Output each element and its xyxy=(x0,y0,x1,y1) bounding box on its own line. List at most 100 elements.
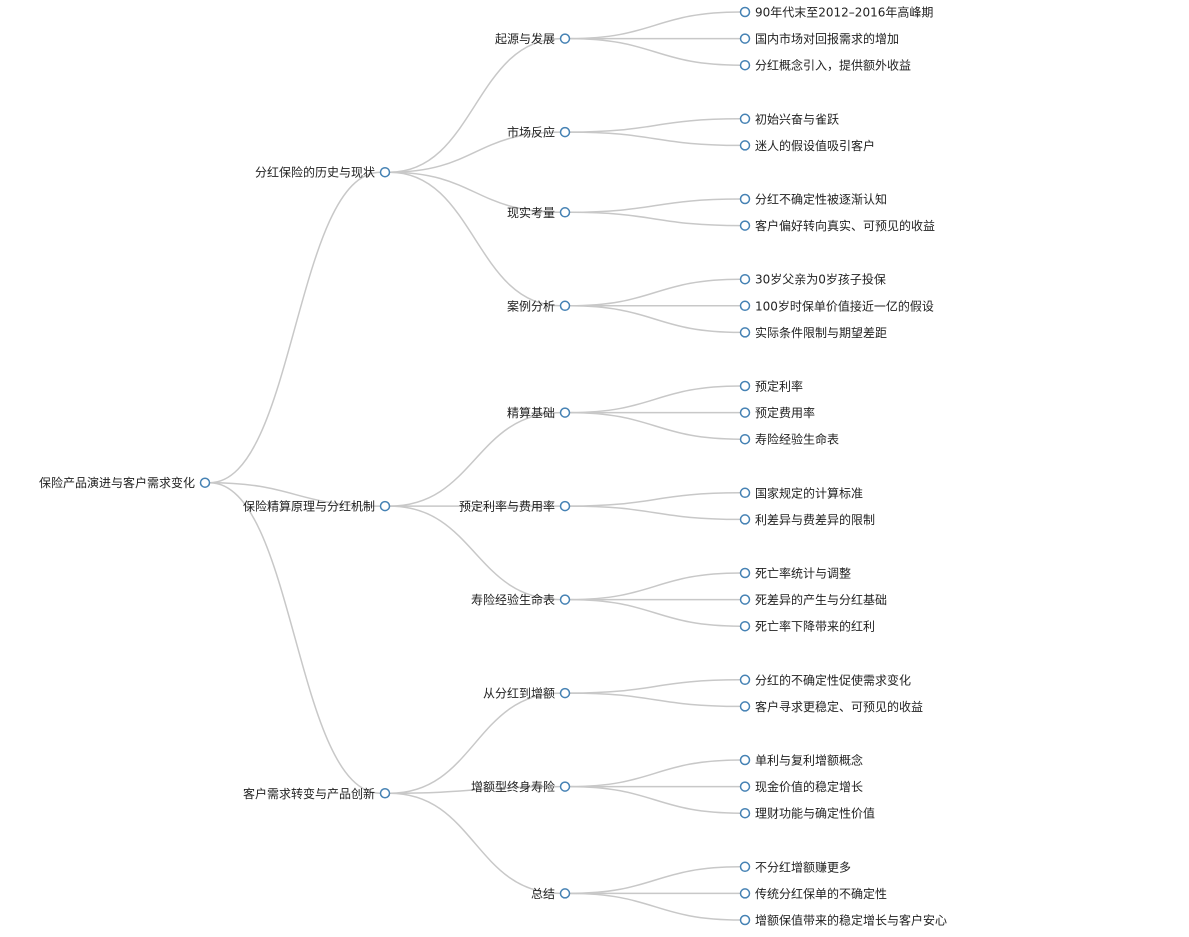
mind-map-link xyxy=(569,505,741,521)
node-toggle-circle[interactable] xyxy=(559,33,571,44)
node-toggle-circle[interactable] xyxy=(559,207,571,218)
node-toggle-circle[interactable] xyxy=(739,914,751,926)
leaf-node[interactable]: 死亡率统计与调整 xyxy=(739,566,852,581)
node-toggle-circle[interactable] xyxy=(739,674,751,686)
node-toggle-circle[interactable] xyxy=(559,687,571,699)
node-toggle-circle[interactable] xyxy=(739,273,751,285)
node-label: 寿险经验生命表 xyxy=(471,592,555,607)
leaf-node[interactable]: 迷人的假设值吸引客户 xyxy=(739,138,876,153)
branch-node[interactable]: 精算基础 xyxy=(507,405,571,420)
node-toggle-circle[interactable] xyxy=(739,6,751,18)
node-toggle-circle[interactable] xyxy=(739,514,751,525)
branch-node[interactable]: 增额型终身寿险 xyxy=(471,779,571,794)
branch-node[interactable]: 客户需求转变与产品创新 xyxy=(243,786,391,801)
leaf-node[interactable]: 寿险经验生命表 xyxy=(739,432,840,447)
node-toggle-circle[interactable] xyxy=(559,407,571,418)
node-label: 实际条件限制与期望差距 xyxy=(755,325,887,340)
leaf-node[interactable]: 单利与复利增额概念 xyxy=(739,753,864,768)
node-label: 预定利率与费用率 xyxy=(459,499,555,514)
leaf-node[interactable]: 增额保值带来的稳定增长与客户安心 xyxy=(739,913,948,928)
node-label: 精算基础 xyxy=(507,405,555,420)
mind-map-link xyxy=(389,131,561,173)
branch-node[interactable]: 起源与发展 xyxy=(495,31,571,46)
node-label: 起源与发展 xyxy=(495,31,555,46)
node-toggle-circle[interactable] xyxy=(739,433,751,445)
node-toggle-circle[interactable] xyxy=(739,220,751,231)
node-label: 迷人的假设值吸引客户 xyxy=(755,138,875,153)
node-toggle-circle[interactable] xyxy=(559,888,571,899)
node-toggle-circle[interactable] xyxy=(559,781,571,792)
mind-map-link xyxy=(389,411,561,507)
node-toggle-circle[interactable] xyxy=(739,754,751,766)
leaf-node[interactable]: 实际条件限制与期望差距 xyxy=(739,325,888,340)
node-toggle-circle[interactable] xyxy=(739,193,751,205)
node-toggle-circle[interactable] xyxy=(739,59,751,71)
leaf-node[interactable]: 100岁时保单价值接近一亿的假设 xyxy=(739,298,934,313)
node-toggle-circle[interactable] xyxy=(559,500,571,512)
branch-node[interactable]: 从分红到增额 xyxy=(483,686,571,701)
node-toggle-circle[interactable] xyxy=(559,126,571,138)
node-label: 预定费用率 xyxy=(755,405,815,420)
leaf-node[interactable]: 理财功能与确定性价值 xyxy=(739,806,876,821)
node-toggle-circle[interactable] xyxy=(739,701,751,712)
branch-node[interactable]: 案例分析 xyxy=(507,298,571,313)
branch-node[interactable]: 保险精算原理与分红机制 xyxy=(243,499,391,514)
leaf-node[interactable]: 客户偏好转向真实、可预见的收益 xyxy=(739,218,936,233)
node-toggle-circle[interactable] xyxy=(739,140,751,151)
mind-map-link xyxy=(569,411,741,440)
node-toggle-circle[interactable] xyxy=(559,300,571,312)
node-toggle-circle[interactable] xyxy=(739,594,751,605)
leaf-node[interactable]: 分红不确定性被逐渐认知 xyxy=(739,192,888,207)
node-toggle-circle[interactable] xyxy=(739,113,751,125)
mind-map-link xyxy=(569,598,741,627)
leaf-node[interactable]: 预定利率 xyxy=(739,379,804,394)
node-toggle-circle[interactable] xyxy=(199,477,211,488)
leaf-node[interactable]: 30岁父亲为0岁孩子投保 xyxy=(739,272,886,287)
mind-map-link xyxy=(569,866,741,895)
leaf-node[interactable]: 客户寻求更稳定、可预见的收益 xyxy=(739,699,924,714)
node-toggle-circle[interactable] xyxy=(379,166,391,178)
node-toggle-circle[interactable] xyxy=(379,788,391,799)
node-toggle-circle[interactable] xyxy=(739,861,751,873)
leaf-node[interactable]: 90年代末至2012–2016年高峰期 xyxy=(739,5,934,20)
branch-node[interactable]: 分红保险的历史与现状 xyxy=(255,165,391,180)
mind-map-links xyxy=(209,11,741,921)
leaf-node[interactable]: 利差异与费差异的限制 xyxy=(739,512,876,527)
leaf-node[interactable]: 初始兴奋与雀跃 xyxy=(739,112,840,126)
leaf-node[interactable]: 预定费用率 xyxy=(739,405,816,420)
node-toggle-circle[interactable] xyxy=(739,620,751,632)
leaf-node[interactable]: 国内市场对回报需求的增加 xyxy=(739,31,900,46)
node-toggle-circle[interactable] xyxy=(739,327,751,338)
node-toggle-circle[interactable] xyxy=(739,487,751,499)
node-label: 客户需求转变与产品创新 xyxy=(243,786,375,801)
node-toggle-circle[interactable] xyxy=(739,380,751,392)
branch-node[interactable]: 寿险经验生命表 xyxy=(471,592,571,607)
leaf-node[interactable]: 分红概念引入，提供额外收益 xyxy=(739,58,912,73)
node-toggle-circle[interactable] xyxy=(379,500,391,512)
leaf-node[interactable]: 现金价值的稳定增长 xyxy=(739,779,864,794)
node-toggle-circle[interactable] xyxy=(739,888,751,899)
branch-node[interactable]: 市场反应 xyxy=(507,125,571,140)
node-toggle-circle[interactable] xyxy=(739,407,751,418)
mind-map-link xyxy=(209,481,381,794)
mind-map-link xyxy=(389,171,561,214)
node-label: 国内市场对回报需求的增加 xyxy=(755,31,899,46)
leaf-node[interactable]: 不分红增额赚更多 xyxy=(739,859,852,874)
node-toggle-circle[interactable] xyxy=(739,807,751,819)
leaf-node[interactable]: 死亡率下降带来的红利 xyxy=(739,619,876,634)
node-toggle-circle[interactable] xyxy=(739,781,751,792)
branch-node[interactable]: 预定利率与费用率 xyxy=(459,499,571,514)
node-label: 理财功能与确定性价值 xyxy=(755,806,875,821)
node-toggle-circle[interactable] xyxy=(559,594,571,605)
branch-node[interactable]: 现实考量 xyxy=(507,205,571,220)
node-toggle-circle[interactable] xyxy=(739,300,751,312)
node-toggle-circle[interactable] xyxy=(739,567,751,579)
mind-map-link xyxy=(389,171,561,307)
leaf-node[interactable]: 传统分红保单的不确定性 xyxy=(739,886,888,901)
leaf-node[interactable]: 分红的不确定性促使需求变化 xyxy=(739,672,912,687)
leaf-node[interactable]: 死差异的产生与分红基础 xyxy=(739,592,888,607)
leaf-node[interactable]: 国家规定的计算标准 xyxy=(739,485,864,500)
node-toggle-circle[interactable] xyxy=(739,33,751,44)
root-node[interactable]: 保险产品演进与客户需求变化 xyxy=(39,475,211,490)
branch-node[interactable]: 总结 xyxy=(531,887,571,901)
